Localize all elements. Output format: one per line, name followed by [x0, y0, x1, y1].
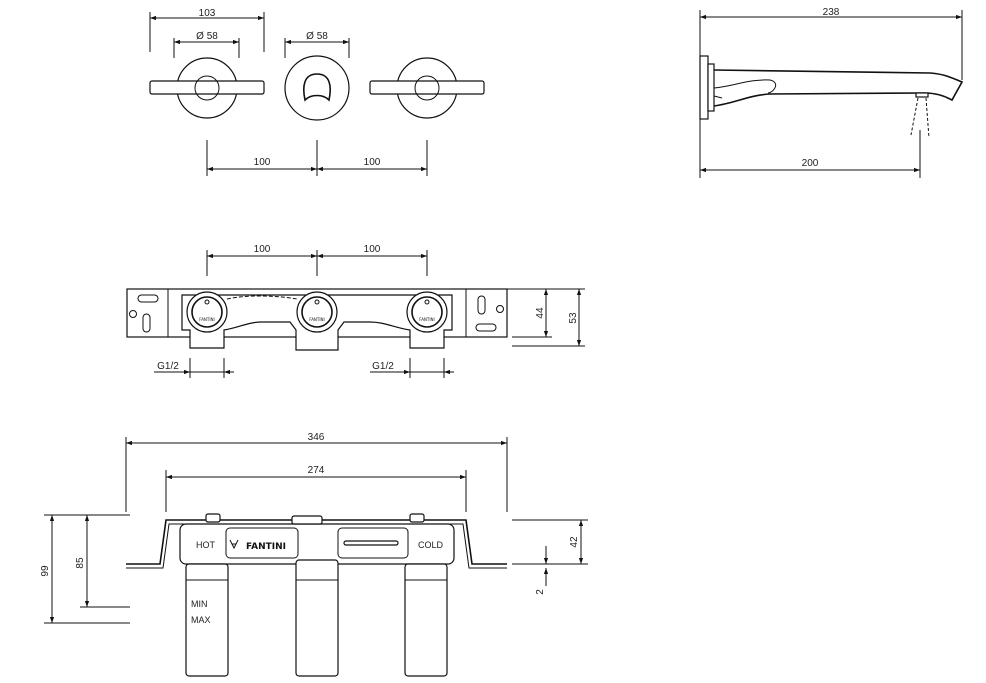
dim-thickness-2: 2 [535, 589, 546, 595]
brand-label: FANTINI [246, 542, 286, 552]
connection-left-label: G1/2 [157, 361, 179, 372]
pipe-left [185, 563, 229, 677]
label-max: MAX [191, 615, 211, 625]
dim-spacing-right: 100 [364, 157, 381, 168]
connection-right-label: G1/2 [372, 361, 394, 372]
dim-height-44: 44 [535, 307, 546, 319]
valve-right: FANTINI [406, 291, 448, 333]
label-min: MIN [191, 599, 208, 609]
label-hot: HOT [196, 540, 216, 550]
dim-body-spacing-left: 100 [254, 244, 271, 255]
dim-spout-total: 238 [823, 7, 840, 18]
spout-rosette [284, 55, 350, 121]
spout-side-view: 238 200 [699, 7, 964, 178]
left-handle-rosette [149, 57, 265, 119]
body-housing [179, 523, 455, 565]
body-front-view: 100 100 FANTINI FANTINI [126, 244, 585, 378]
serial-strip [343, 540, 399, 546]
body-top-view: 346 274 HOT COLD FANTINI MIN MAX [40, 432, 588, 677]
dim-bracket-42: 42 [569, 536, 580, 548]
top-view: 103 Ø 58 Ø 58 100 100 [149, 8, 485, 176]
valve-badge-left: FANTINI [199, 317, 214, 322]
dim-spacing-left: 100 [254, 157, 271, 168]
dim-depth-99: 99 [40, 565, 51, 577]
brand-logo-icon [229, 539, 239, 550]
dim-rosette-center: Ø 58 [306, 31, 328, 42]
pipe-right [404, 563, 448, 677]
label-cold: COLD [418, 540, 444, 550]
valve-left: FANTINI [186, 291, 228, 333]
pipe-center [295, 559, 339, 677]
valve-center: FANTINI [296, 291, 338, 333]
dim-height-53: 53 [568, 312, 579, 324]
dim-bracket-274: 274 [308, 465, 325, 476]
valve-badge-center: FANTINI [309, 317, 324, 322]
dim-overall-width: 103 [199, 8, 216, 19]
dim-body-spacing-right: 100 [364, 244, 381, 255]
dim-rosette-left: Ø 58 [196, 31, 218, 42]
dim-overall-346: 346 [308, 432, 325, 443]
right-handle-rosette [369, 57, 485, 119]
dim-depth-85: 85 [75, 557, 86, 569]
valve-badge-right: FANTINI [419, 317, 434, 322]
dim-spout-outlet: 200 [802, 158, 819, 169]
